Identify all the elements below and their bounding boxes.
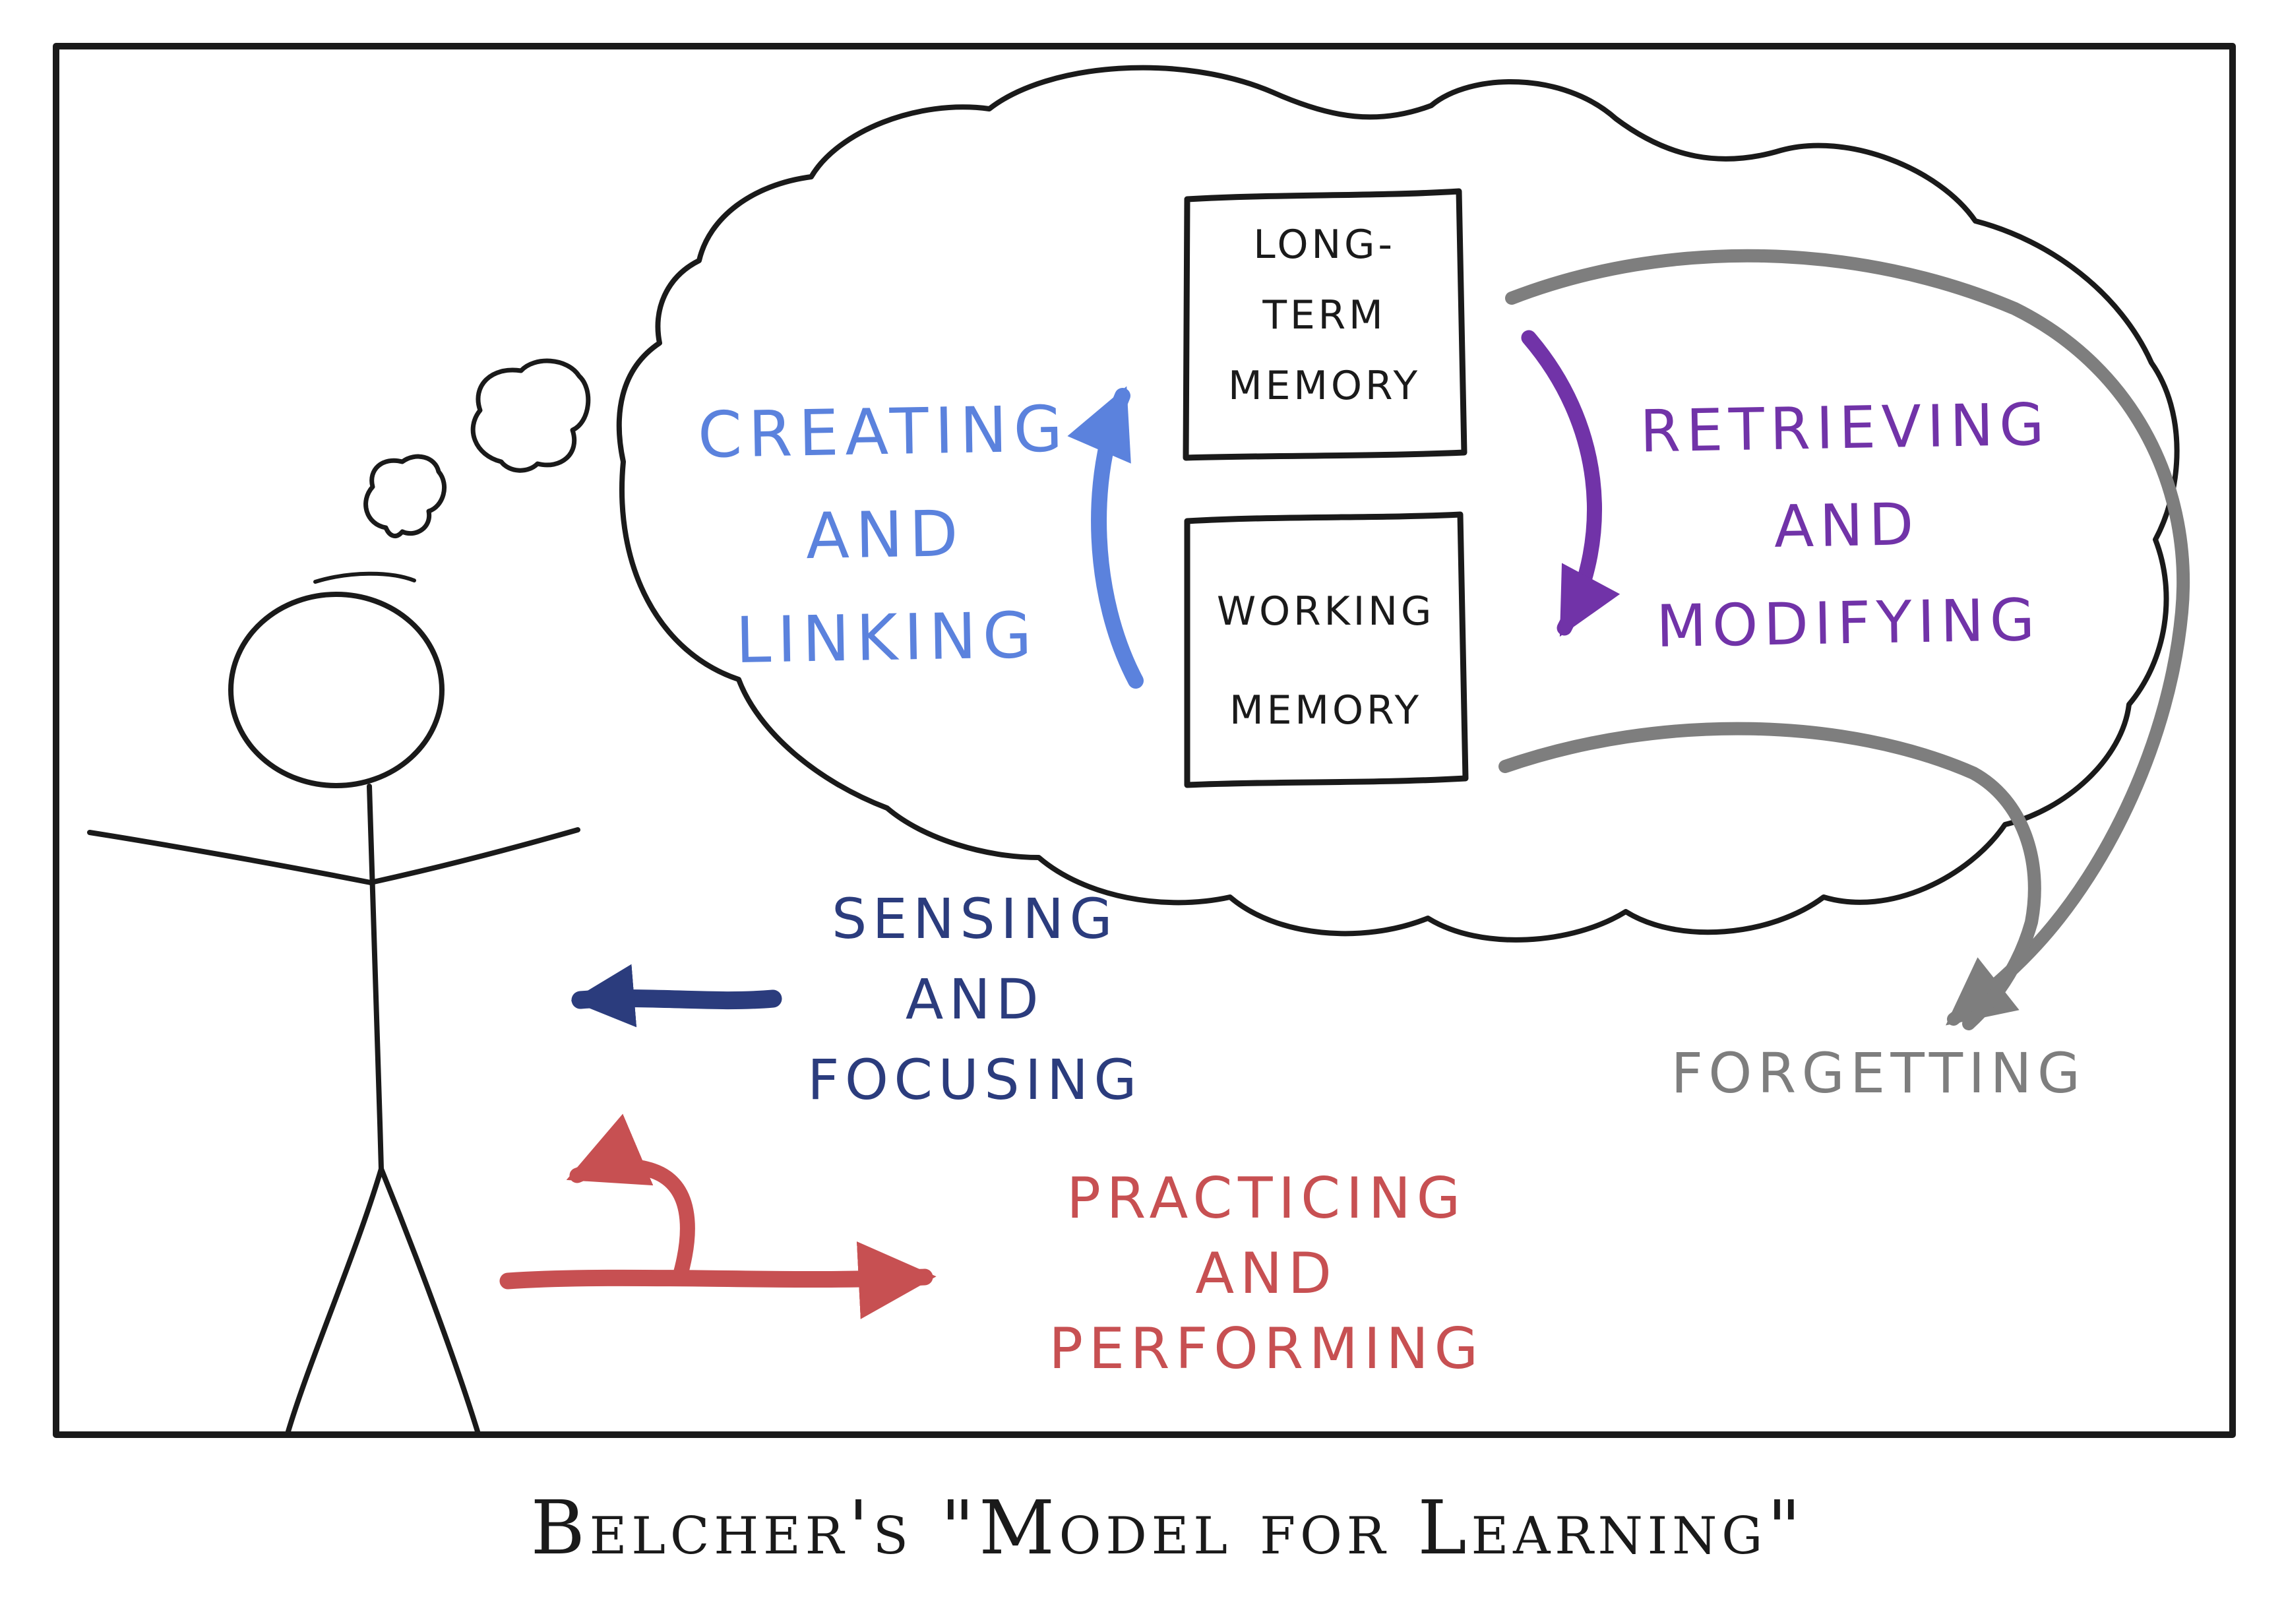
long-term-memory-line: TERM — [1262, 292, 1386, 338]
working-memory-line: MEMORY — [1229, 687, 1422, 734]
diagram-title: Belcher's "Model for Learning" — [530, 1485, 1806, 1571]
retrieving-label-line: RETRIEVING — [1639, 390, 2051, 466]
working-memory-line: WORKING — [1216, 588, 1435, 635]
practicing-and-performing-label: PRACTICING AND PERFORMING — [1049, 1161, 1483, 1387]
creating-label-line: LINKING — [735, 598, 1039, 677]
stick-figure-hair — [313, 571, 416, 584]
stick-figure — [87, 571, 580, 1434]
practicing-label-line: PRACTICING — [1066, 1166, 1466, 1232]
forgetting-arrow — [1505, 249, 2190, 1026]
forgetting-label: FORGETTING — [1671, 1041, 2086, 1106]
practicing-label-line: PERFORMING — [1049, 1316, 1484, 1382]
practicing-label-line: AND — [1195, 1241, 1338, 1307]
retrieving-and-modifying-label: RETRIEVING AND MODIFYING — [1639, 376, 2054, 676]
long-term-memory-line: MEMORY — [1228, 363, 1421, 409]
sensing-focusing-arrow — [571, 964, 782, 1028]
creating-and-linking-label: CREATING AND LINKING — [697, 377, 1074, 693]
sensing-label-line: AND — [905, 967, 1045, 1032]
long-term-memory-box — [1183, 188, 1467, 461]
stick-figure-left-leg — [286, 1166, 384, 1434]
creating-label-line: CREATING — [697, 392, 1070, 472]
long-term-memory-line: LONG- — [1253, 222, 1396, 268]
stick-figure-head — [228, 592, 445, 788]
sensing-label-line: SENSING — [831, 887, 1119, 951]
retrieving-label-line: AND — [1773, 490, 1920, 561]
forgetting-arrow-inner-stroke — [1498, 722, 2041, 1030]
sensing-and-focusing-label: SENSING AND FOCUSING — [807, 879, 1142, 1120]
thought-puff-small — [363, 454, 447, 538]
outer-frame — [53, 43, 2236, 1438]
stick-figure-right-leg — [379, 1166, 480, 1434]
working-memory-label: WORKING MEMORY — [1217, 562, 1435, 760]
long-term-memory-label: LONG- TERM MEMORY — [1228, 210, 1421, 422]
thought-puff-large — [470, 358, 591, 473]
creating-label-line: AND — [805, 496, 966, 574]
creating-linking-arrow — [1067, 386, 1144, 689]
retrieving-modifying-arrow — [1521, 330, 1620, 637]
practicing-return-arrow — [566, 1113, 695, 1286]
stick-figure-body — [367, 784, 384, 1171]
sensing-label-line: FOCUSING — [807, 1047, 1142, 1112]
retrieving-label-line: MODIFYING — [1655, 585, 2041, 661]
stick-figure-right-arm — [368, 827, 580, 885]
stick-figure-left-arm — [87, 830, 373, 885]
practicing-performing-arrow — [499, 1241, 937, 1319]
working-memory-box — [1184, 511, 1469, 788]
